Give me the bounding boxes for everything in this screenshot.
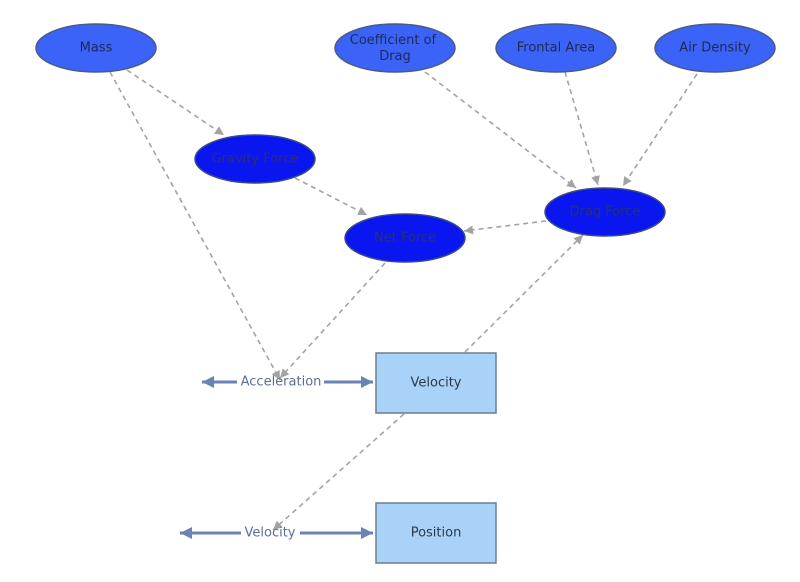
variable-drag-force[interactable]: Drag Force	[544, 187, 666, 237]
influence-links	[109, 69, 698, 531]
link-drag-coefficient-to-drag-force	[424, 71, 577, 189]
variable-gravity-force-shape	[194, 134, 316, 184]
stock-position-label: Position	[411, 526, 462, 541]
link-net-force-to-acceleration	[279, 262, 386, 379]
variable-mass-shape	[35, 23, 157, 73]
link-air-density-to-drag-force	[622, 73, 698, 187]
variable-net-force[interactable]: Net Force	[344, 213, 466, 263]
variable-drag-force-label: Drag Force	[570, 205, 641, 220]
link-velocity-to-drag-force	[464, 234, 584, 353]
link-velocity-stock-to-velocity-flow	[272, 413, 405, 531]
flow-velocity[interactable]: Velocity	[180, 526, 373, 541]
variable-drag-coefficient-label: Coefficient of Drag	[350, 33, 441, 64]
variable-mass[interactable]: Mass	[35, 23, 157, 73]
variable-drag-coefficient-label-line-2: Drag	[379, 49, 411, 64]
stock-position-shape	[375, 502, 497, 564]
variable-air-density[interactable]: Air Density	[654, 23, 776, 73]
flow-acceleration[interactable]: Acceleration	[202, 375, 373, 390]
link-frontal-area-to-drag-force	[564, 71, 600, 186]
variable-gravity-force[interactable]: Gravity Force	[194, 134, 316, 184]
variable-mass-label: Mass	[80, 41, 113, 56]
variable-frontal-area-shape	[495, 23, 617, 73]
variable-net-force-shape	[344, 213, 466, 263]
flow-acceleration-label: Acceleration	[241, 375, 322, 390]
variable-gravity-force-label: Gravity Force	[212, 152, 299, 167]
link-mass-to-gravity-force	[126, 69, 225, 136]
stock-velocity-shape	[375, 352, 497, 414]
variable-frontal-area[interactable]: Frontal Area	[495, 23, 617, 73]
stock-position[interactable]: Position	[375, 502, 497, 564]
stock-velocity-label: Velocity	[411, 376, 462, 391]
variable-frontal-area-label: Frontal Area	[517, 41, 596, 56]
flows: Acceleration Velocity	[180, 375, 373, 541]
variable-air-density-shape	[654, 23, 776, 73]
variable-drag-force-shape	[544, 187, 666, 237]
link-drag-force-to-net-force	[463, 220, 547, 235]
variable-drag-coefficient-shape	[334, 23, 456, 73]
variable-net-force-label: Net Force	[374, 231, 436, 246]
variable-drag-coefficient-label-line-1: Coefficient of	[350, 33, 437, 48]
link-gravity-force-to-net-force	[294, 177, 368, 216]
variable-air-density-label: Air Density	[679, 41, 751, 56]
stocks: Velocity Position	[375, 352, 497, 564]
link-mass-to-acceleration	[109, 71, 281, 381]
variable-drag-coefficient[interactable]: Coefficient of Drag	[334, 23, 456, 73]
flow-velocity-label: Velocity	[245, 526, 296, 541]
variables: Mass Coefficient of Drag Frontal Area Ai…	[35, 23, 776, 263]
stock-velocity[interactable]: Velocity	[375, 352, 497, 414]
